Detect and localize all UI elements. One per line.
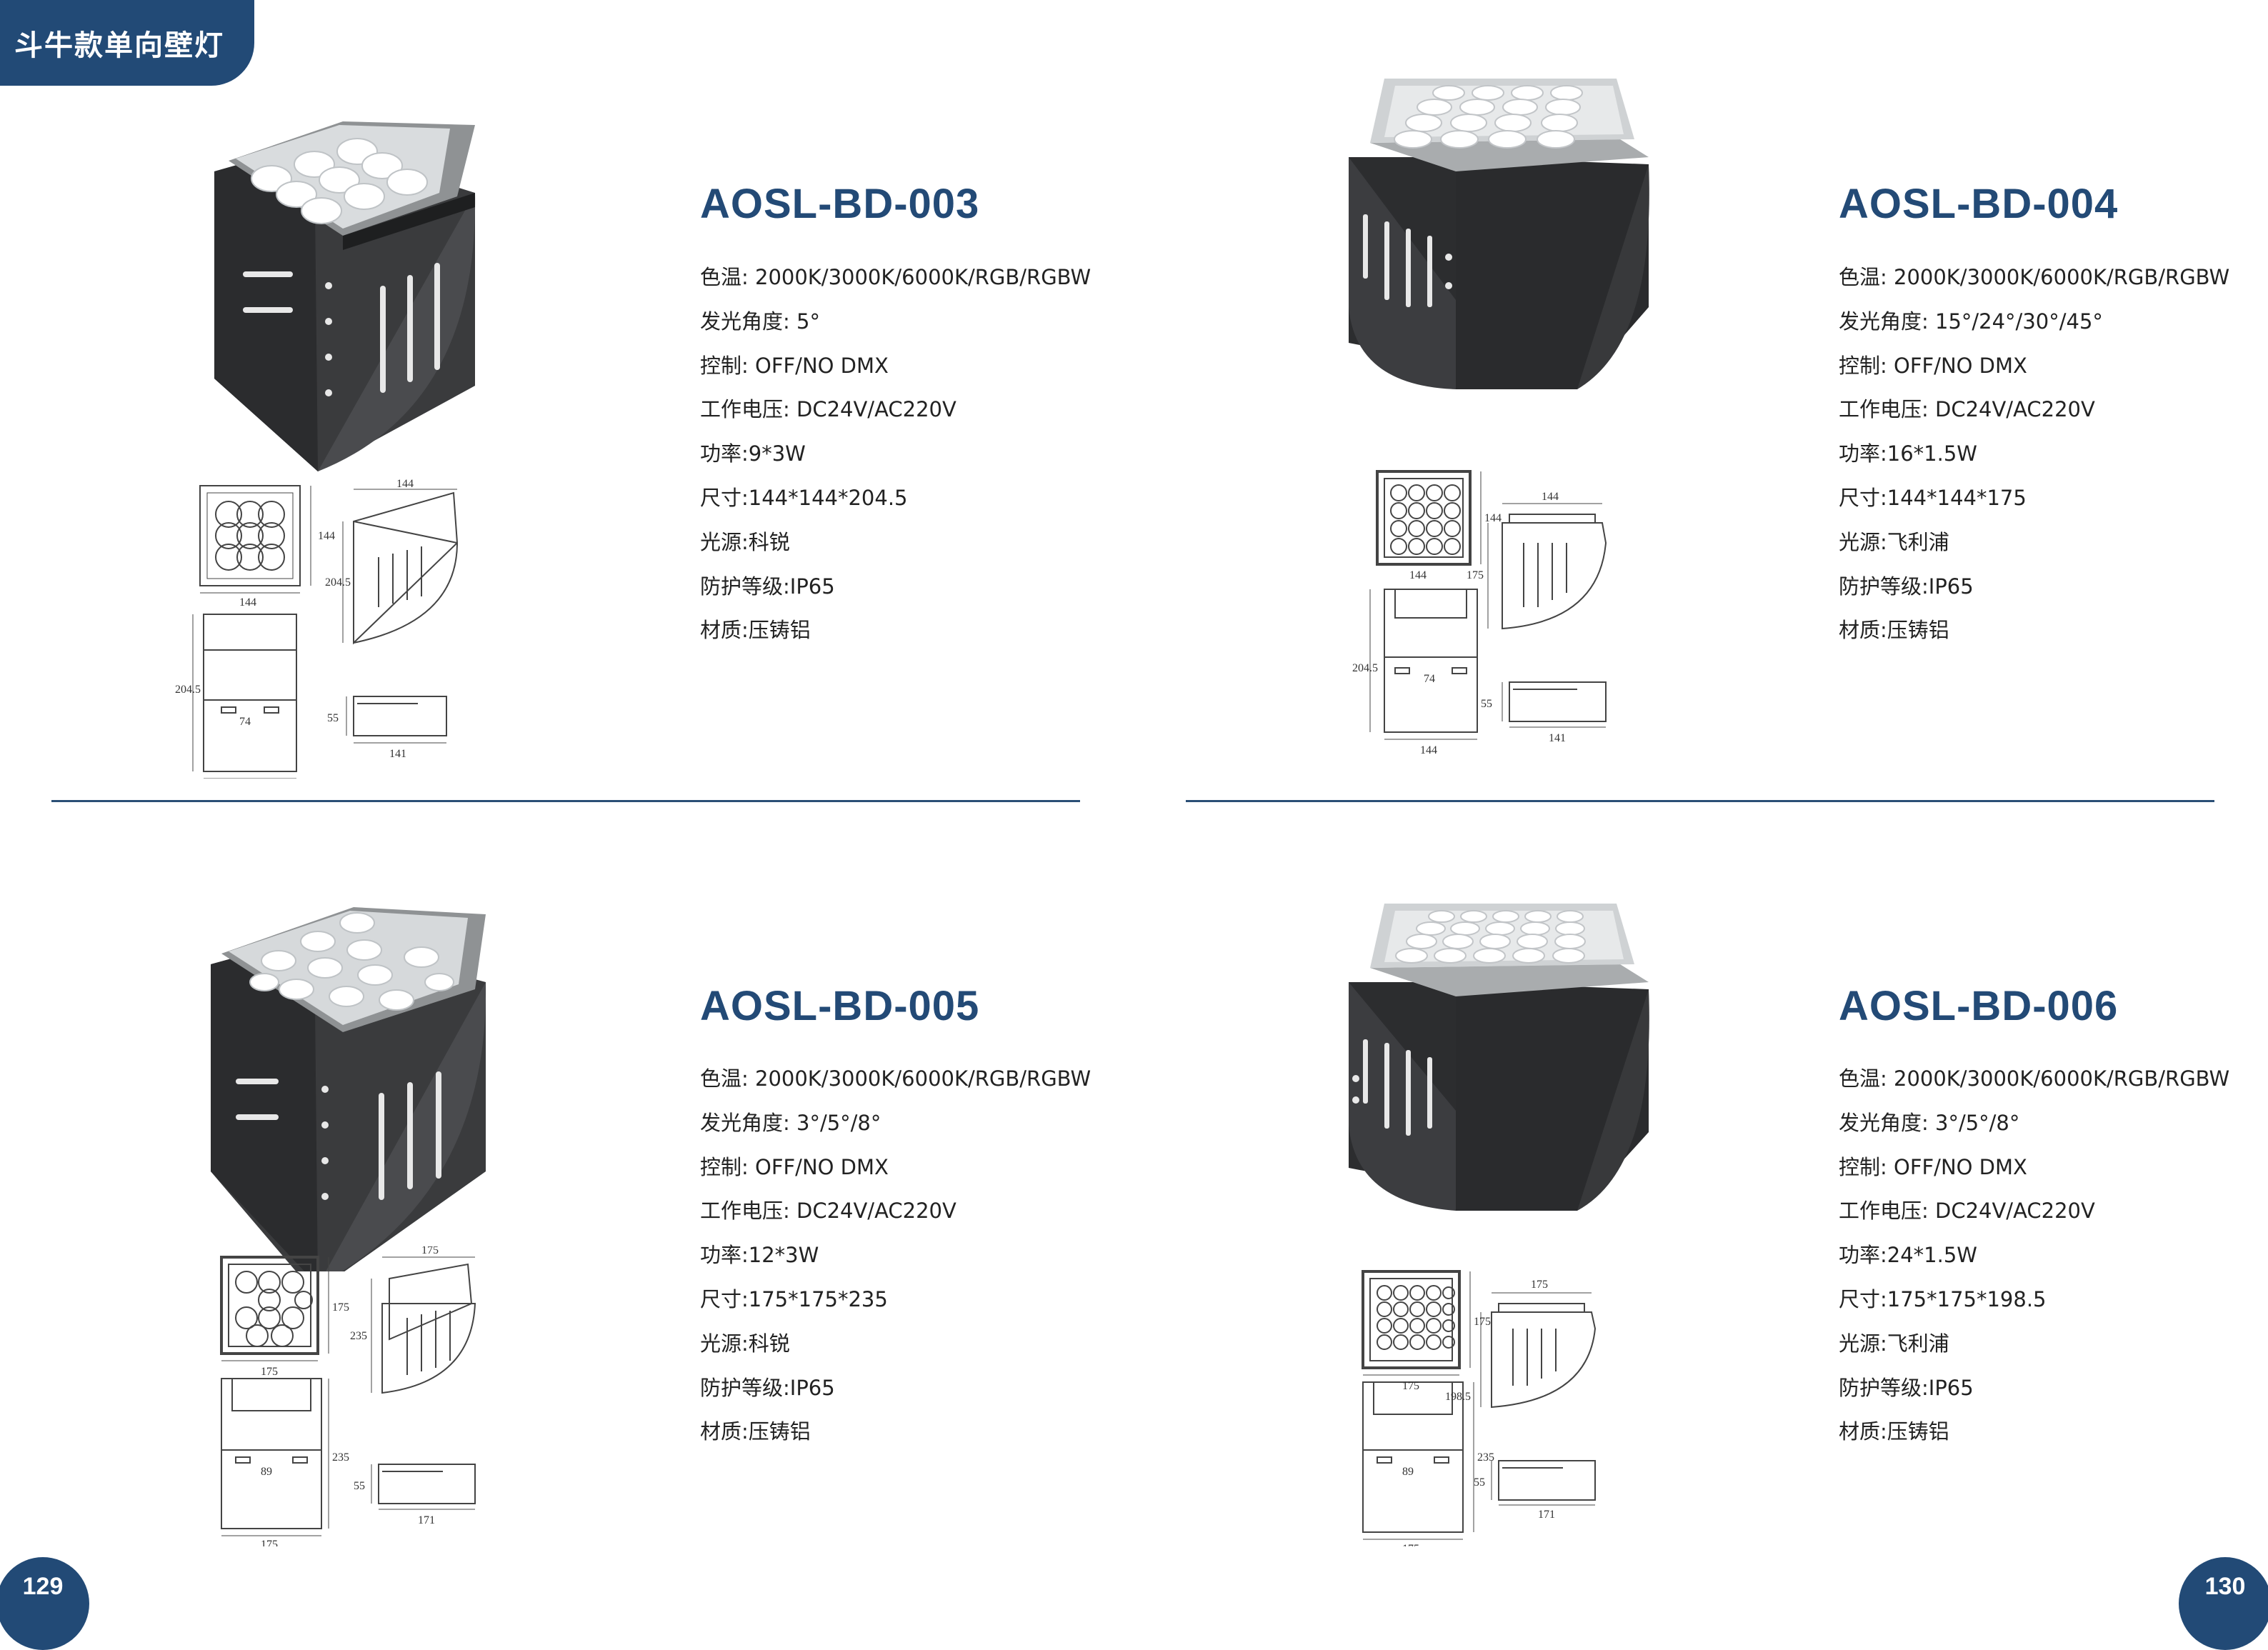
spec-ip-rating: 防护等级:IP65	[1839, 574, 1974, 599]
technical-drawing-bd003: 144 144 144 204.5 204.5 74 144 55 141	[175, 479, 459, 779]
spec-material: 材质:压铸铝	[700, 1419, 811, 1444]
dim-depth-top: 144	[1484, 512, 1502, 524]
dim-front-height: 235	[1477, 1451, 1494, 1464]
dim-width: 175	[1402, 1380, 1419, 1392]
model-title: AOSL-BD-006	[1839, 983, 2119, 1029]
page-number-right-label: 130	[2204, 1573, 2246, 1600]
dim-depth-top: 175	[332, 1301, 349, 1314]
model-title: AOSL-BD-003	[700, 181, 980, 227]
spec-list: 色温: 2000K/3000K/6000K/RGB/RGBW 发光角度: 3°/…	[1839, 1057, 2229, 1454]
spec-light-source: 光源:飞利浦	[1839, 529, 1949, 554]
dim-width: 144	[1409, 569, 1427, 581]
dim-depth-top: 144	[318, 530, 335, 542]
spec-list: 色温: 2000K/3000K/6000K/RGB/RGBW 发光角度: 3°/…	[700, 1057, 1091, 1454]
dim-driver-h: 55	[327, 712, 339, 724]
model-title: AOSL-BD-004	[1839, 181, 2119, 227]
spec-control: 控制: OFF/NO DMX	[1839, 1154, 2027, 1179]
page-number-left-label: 129	[22, 1573, 64, 1600]
product-photo-bd003	[214, 121, 476, 471]
section-divider-right	[1186, 800, 2214, 802]
product-photo-bd004	[1349, 79, 1649, 389]
spec-light-source: 光源:科锐	[700, 529, 790, 554]
dim-driver-w: 171	[418, 1514, 435, 1526]
dim-side-width: 175	[1531, 1279, 1548, 1291]
dim-driver-h: 55	[1474, 1476, 1485, 1489]
dim-leg: 74	[239, 716, 251, 728]
product-card-bd004: 144 144 144 175 204.5 74 144 55 141 AOSL…	[1134, 0, 2249, 786]
spec-ip-rating: 防护等级:IP65	[1839, 1375, 1974, 1400]
spec-control: 控制: OFF/NO DMX	[700, 1154, 889, 1179]
dim-leg: 89	[261, 1466, 272, 1478]
spec-control: 控制: OFF/NO DMX	[700, 353, 889, 378]
dim-driver-w: 141	[1549, 732, 1566, 744]
dim-front-width: 144	[1420, 744, 1437, 756]
dim-height: 204.5	[325, 576, 351, 589]
spec-ip-rating: 防护等级:IP65	[700, 1375, 835, 1400]
spec-color-temp: 色温: 2000K/3000K/6000K/RGB/RGBW	[1839, 265, 2230, 289]
spec-voltage: 工作电压: DC24V/AC220V	[700, 1199, 956, 1224]
dim-driver-w: 141	[389, 748, 406, 760]
spec-color-temp: 色温: 2000K/3000K/6000K/RGB/RGBW	[700, 1066, 1091, 1091]
dim-driver-h: 55	[354, 1480, 365, 1492]
technical-drawing-bd004: 144 144 144 175 204.5 74 144 55 141	[1352, 470, 1607, 756]
spec-light-source: 光源:科锐	[700, 1331, 790, 1356]
spec-voltage: 工作电压: DC24V/AC220V	[1839, 397, 2095, 422]
product-photo-bd005	[211, 907, 486, 1271]
spec-list: 色温: 2000K/3000K/6000K/RGB/RGBW 发光角度: 15°…	[1839, 256, 2229, 653]
dim-height: 175	[1467, 569, 1484, 581]
dim-side-width: 175	[421, 1246, 439, 1256]
spec-voltage: 工作电压: DC24V/AC220V	[700, 397, 956, 422]
dim-height: 235	[350, 1330, 367, 1342]
product-card-bd003: 144 144 144 204.5 204.5 74 144 55 141 AO…	[0, 0, 1114, 786]
product-card-bd006: 175 175 175 198.5 235 89 175 55 171 AOSL…	[1134, 804, 2249, 1589]
dim-side-width: 144	[396, 479, 414, 490]
dim-front-width: 175	[261, 1539, 278, 1546]
spec-control: 控制: OFF/NO DMX	[1839, 353, 2027, 378]
dim-width: 175	[261, 1366, 278, 1378]
spec-voltage: 工作电压: DC24V/AC220V	[1839, 1199, 2095, 1224]
dim-width: 144	[239, 596, 256, 609]
dim-side-width: 144	[1542, 491, 1559, 503]
dim-driver-w: 171	[1538, 1509, 1555, 1521]
spec-light-source: 光源:飞利浦	[1839, 1331, 1949, 1356]
spec-beam-angle: 发光角度: 15°/24°/30°/45°	[1839, 309, 2103, 334]
dim-depth-top: 175	[1474, 1316, 1491, 1328]
spec-material: 材质:压铸铝	[1839, 618, 1949, 643]
spec-size: 尺寸:144*144*175	[1839, 485, 2027, 510]
dim-driver-h: 55	[1481, 698, 1492, 710]
spec-list: 色温: 2000K/3000K/6000K/RGB/RGBW 发光角度: 5° …	[700, 256, 1091, 653]
spec-beam-angle: 发光角度: 5°	[700, 309, 820, 334]
dim-leg: 89	[1402, 1466, 1414, 1478]
spec-power: 功率:24*1.5W	[1839, 1243, 1977, 1268]
spec-material: 材质:压铸铝	[1839, 1419, 1949, 1444]
page-number-right: 130	[2179, 1557, 2268, 1650]
spec-beam-angle: 发光角度: 3°/5°/8°	[700, 1110, 881, 1135]
technical-drawing-bd005: 175 175 175 235 235 89 175 55 171	[220, 1246, 476, 1546]
category-tag-label: 斗牛款单向壁灯	[14, 29, 224, 62]
spec-beam-angle: 发光角度: 3°/5°/8°	[1839, 1110, 2020, 1135]
section-divider-left	[51, 800, 1080, 802]
dim-front-width: 175	[1402, 1543, 1419, 1546]
dim-front-height: 204.5	[1352, 662, 1378, 674]
spec-power: 功率:12*3W	[700, 1243, 819, 1268]
product-photo-bd006	[1349, 904, 1649, 1211]
spec-color-temp: 色温: 2000K/3000K/6000K/RGB/RGBW	[700, 265, 1091, 289]
dim-front-height: 204.5	[175, 684, 201, 696]
spec-power: 功率:9*3W	[700, 441, 806, 466]
spec-size: 尺寸:175*175*235	[700, 1286, 888, 1311]
spec-size: 尺寸:175*175*198.5	[1839, 1286, 2047, 1311]
page-number-left: 129	[0, 1557, 89, 1650]
spec-ip-rating: 防护等级:IP65	[700, 574, 835, 599]
technical-drawing-bd006: 175 175 175 198.5 235 89 175 55 171	[1362, 1270, 1597, 1546]
dim-leg: 74	[1424, 673, 1435, 685]
spec-size: 尺寸:144*144*204.5	[700, 485, 908, 510]
dim-height: 198.5	[1445, 1391, 1471, 1403]
spec-color-temp: 色温: 2000K/3000K/6000K/RGB/RGBW	[1839, 1066, 2230, 1091]
model-title: AOSL-BD-005	[700, 983, 980, 1029]
product-card-bd005: 175 175 175 235 235 89 175 55 171 AOSL-B…	[0, 804, 1114, 1589]
dim-front-height: 235	[332, 1451, 349, 1464]
category-tag: 斗牛款单向壁灯	[0, 0, 254, 86]
spec-material: 材质:压铸铝	[700, 618, 811, 643]
spec-power: 功率:16*1.5W	[1839, 441, 1977, 466]
